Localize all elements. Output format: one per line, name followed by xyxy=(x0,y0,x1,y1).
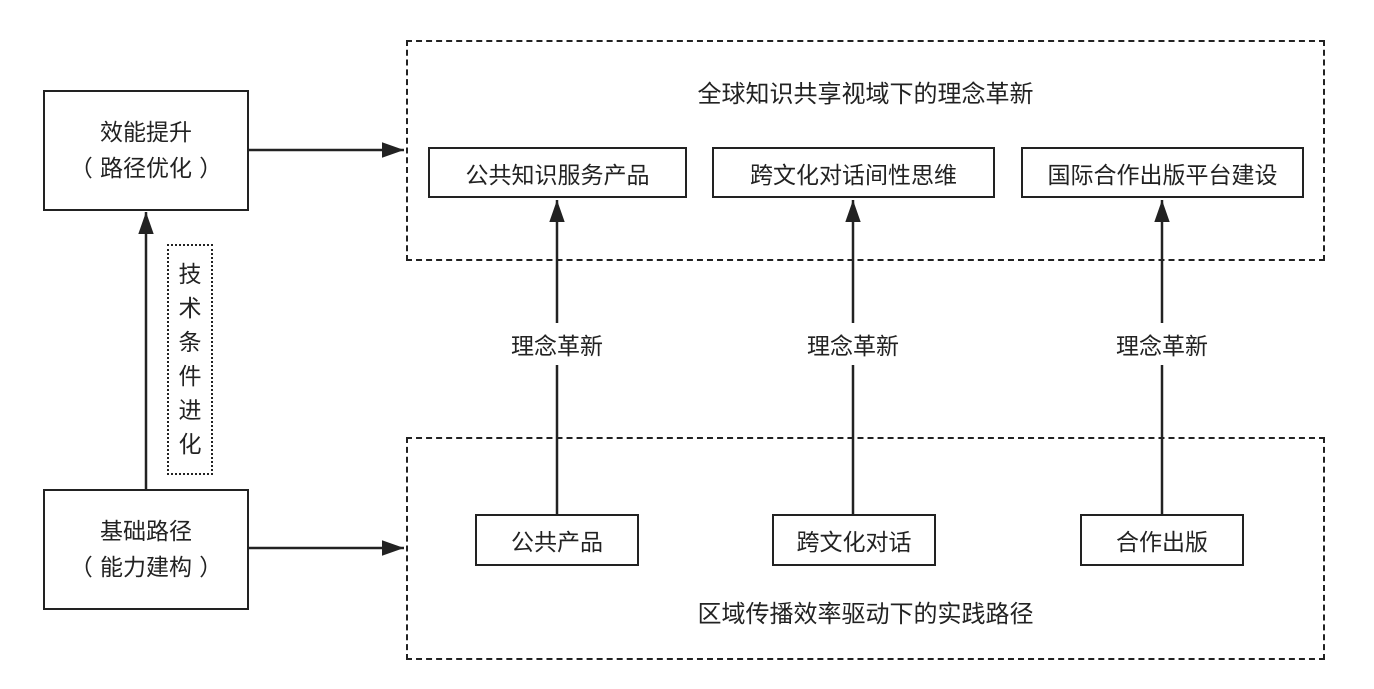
top-box-intl-publishing-platform: 国际合作出版平台建设 xyxy=(1021,147,1304,198)
foundation-title: 基础路径 xyxy=(100,518,192,545)
top-region-title: 全球知识共享视域下的理念革新 xyxy=(697,80,1034,108)
arrow-label-co-publishing: 理念革新 xyxy=(1114,323,1210,365)
arrow-label-public: 理念革新 xyxy=(509,323,605,365)
efficiency-box: 效能提升 （ 路径优化 ） xyxy=(43,90,249,211)
efficiency-title: 效能提升 xyxy=(100,119,192,146)
tech-evolution-label: 技 术 条 件 进 化 xyxy=(167,244,213,475)
top-box-public-knowledge: 公共知识服务产品 xyxy=(428,147,687,198)
arrow-label-cross-culture: 理念革新 xyxy=(805,323,901,365)
bottom-box-public-product: 公共产品 xyxy=(475,514,639,566)
foundation-box: 基础路径 （ 能力建构 ） xyxy=(43,489,249,610)
top-region xyxy=(406,40,1325,261)
bottom-box-cross-culture-dialogue: 跨文化对话 xyxy=(772,514,936,566)
tech-label-char: 条 xyxy=(178,329,202,356)
top-box-cross-culture-thinking: 跨文化对话间性思维 xyxy=(712,147,995,198)
bottom-region-title: 区域传播效率驱动下的实践路径 xyxy=(697,600,1034,628)
tech-label-char: 进 xyxy=(178,397,202,424)
foundation-subtitle: （ 能力建构 ） xyxy=(69,554,223,581)
tech-label-char: 技 xyxy=(178,261,202,288)
bottom-box-co-publishing: 合作出版 xyxy=(1080,514,1244,566)
bottom-region xyxy=(406,437,1325,660)
tech-label-char: 术 xyxy=(178,295,202,322)
efficiency-subtitle: （ 路径优化 ） xyxy=(69,155,223,182)
tech-label-char: 件 xyxy=(178,363,202,390)
tech-label-char: 化 xyxy=(178,431,202,458)
